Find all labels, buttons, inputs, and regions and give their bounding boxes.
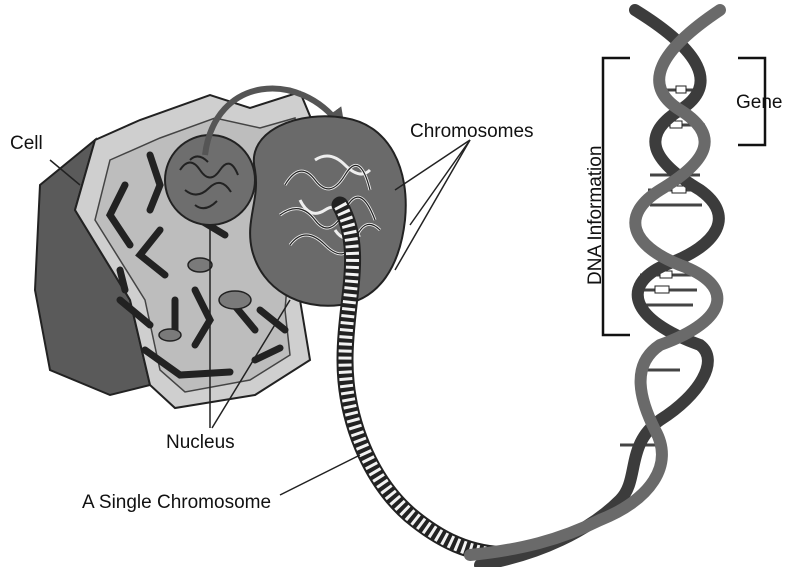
cell-nucleus (165, 135, 255, 225)
nucleus-label: Nucleus (166, 433, 235, 452)
dna-information-label: DNA Information (586, 146, 605, 285)
dna-double-helix (470, 10, 720, 565)
single-chromosome-label: A Single Chromosome (82, 493, 271, 512)
dna-information-bracket (603, 58, 630, 335)
enlarged-nucleus (250, 116, 406, 305)
enlarged-nucleus-shell (250, 116, 406, 305)
cell-label: Cell (10, 134, 43, 153)
gene-label: Gene (736, 93, 782, 112)
chromosomes-leader-1 (395, 140, 470, 190)
chromosomes-label: Chromosomes (410, 122, 534, 141)
chromosomes-leader-2 (410, 140, 470, 225)
single-chromosome-leader (280, 455, 360, 495)
